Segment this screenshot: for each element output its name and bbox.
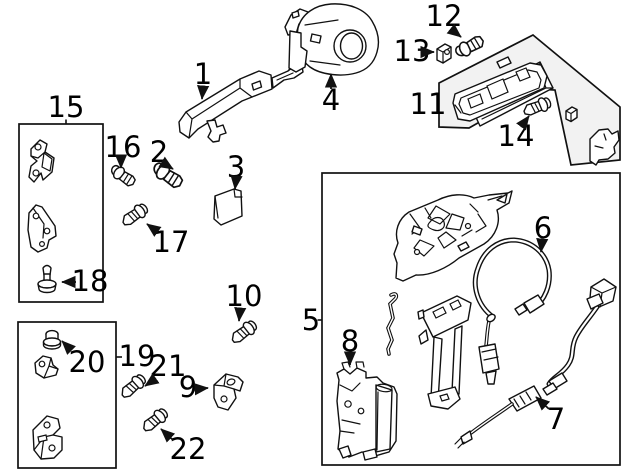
callout-2[interactable]: 2 <box>150 135 174 170</box>
part-8-door-latch[interactable] <box>336 361 398 461</box>
callout-label[interactable]: 9 <box>179 370 197 404</box>
part-latch-rod[interactable] <box>386 292 399 356</box>
callout-14[interactable]: 14 <box>498 115 535 153</box>
callout-arrow <box>234 307 247 322</box>
group-box-brackets-20 <box>17 321 117 469</box>
callout-21[interactable]: 21 <box>144 349 187 387</box>
callout-label[interactable]: 11 <box>410 87 447 121</box>
callout-20[interactable]: 20 <box>61 340 106 379</box>
part-15-bracket-upper[interactable] <box>28 139 55 183</box>
part-22-screw[interactable] <box>139 405 171 436</box>
callout-4[interactable]: 4 <box>322 73 340 117</box>
part-20-clip-nut[interactable] <box>42 329 62 350</box>
part-9-bracket[interactable] <box>213 373 244 411</box>
callout-label[interactable]: 15 <box>48 90 85 124</box>
callout-19[interactable]: 19 <box>116 339 155 373</box>
callout-arrow <box>230 174 243 190</box>
part-latch-bracket[interactable] <box>417 295 472 410</box>
part-panel-bracket[interactable] <box>589 128 620 166</box>
callout-arrow <box>197 85 210 100</box>
part-1-exterior-door-handle[interactable] <box>178 64 304 143</box>
callout-arrow <box>516 115 530 131</box>
part-15-bracket-lower[interactable] <box>27 204 57 253</box>
callout-arrow <box>61 340 76 355</box>
callout-label[interactable]: 19 <box>119 339 156 373</box>
callout-arrow <box>536 238 549 253</box>
callout-12[interactable]: 12 <box>426 0 463 38</box>
callout-10[interactable]: 10 <box>226 279 263 322</box>
callout-arrow <box>194 383 209 396</box>
callout-17[interactable]: 17 <box>146 223 190 259</box>
callout-arrow <box>446 23 462 38</box>
callout-22[interactable]: 22 <box>160 428 207 466</box>
part-16-screw[interactable] <box>107 161 138 190</box>
callout-5[interactable]: 5 <box>302 303 322 337</box>
callout-11[interactable]: 11 <box>410 87 447 121</box>
callout-label[interactable]: 13 <box>394 34 431 68</box>
part-3-handle-pad[interactable] <box>213 188 243 226</box>
callout-7[interactable]: 7 <box>535 396 565 436</box>
part-11-door-trim-bezel[interactable] <box>452 56 554 127</box>
callout-label[interactable]: 16 <box>105 130 142 164</box>
part-10-screw[interactable] <box>228 317 260 347</box>
part-6-release-cable[interactable] <box>472 237 552 385</box>
callout-label[interactable]: 7 <box>547 402 565 436</box>
callout-arrow <box>146 223 162 237</box>
part-12-screw[interactable] <box>452 33 487 61</box>
callout-arrow <box>160 428 176 443</box>
callout-label[interactable]: 3 <box>227 150 245 184</box>
part-4-lock-actuator[interactable] <box>284 3 380 76</box>
callout-6[interactable]: 6 <box>534 211 552 253</box>
part-7-lock-cable[interactable] <box>454 278 617 449</box>
callout-arrow <box>144 373 160 387</box>
callout-label[interactable]: 1 <box>194 57 212 91</box>
callout-label[interactable]: 6 <box>534 211 552 245</box>
callout-arrow <box>535 396 551 411</box>
callout-label[interactable]: 22 <box>170 432 207 466</box>
callout-label[interactable]: 14 <box>498 119 535 153</box>
callout-label[interactable]: 12 <box>426 0 463 33</box>
callout-9[interactable]: 9 <box>179 370 209 404</box>
callout-label[interactable]: 4 <box>322 83 340 117</box>
callout-label[interactable]: 18 <box>72 264 109 298</box>
part-21-screw[interactable] <box>117 371 149 402</box>
callout-label[interactable]: 5 <box>302 303 320 337</box>
callout-label[interactable]: 21 <box>150 349 187 383</box>
callout-13[interactable]: 13 <box>394 34 435 68</box>
callout-16[interactable]: 16 <box>105 130 142 169</box>
callout-1[interactable]: 1 <box>194 57 212 100</box>
part-5-latch-assembly[interactable] <box>393 190 513 282</box>
part-bracket-large[interactable] <box>32 415 63 460</box>
part-13-clip[interactable] <box>436 43 452 64</box>
callout-18[interactable]: 18 <box>61 264 109 298</box>
callout-3[interactable]: 3 <box>227 150 245 190</box>
part-18-screw[interactable] <box>37 264 57 294</box>
callout-label[interactable]: 20 <box>69 345 106 379</box>
callout-label[interactable]: 8 <box>341 324 359 358</box>
part-17-screw[interactable] <box>118 200 151 230</box>
callout-8[interactable]: 8 <box>341 324 359 366</box>
callout-label[interactable]: 17 <box>153 225 190 259</box>
callout-label[interactable]: 10 <box>226 279 263 313</box>
part-bracket-small[interactable] <box>34 355 59 379</box>
callout-15[interactable]: 15 <box>48 90 85 124</box>
callout-arrow <box>158 156 174 170</box>
part-panel-clip[interactable] <box>565 106 578 123</box>
